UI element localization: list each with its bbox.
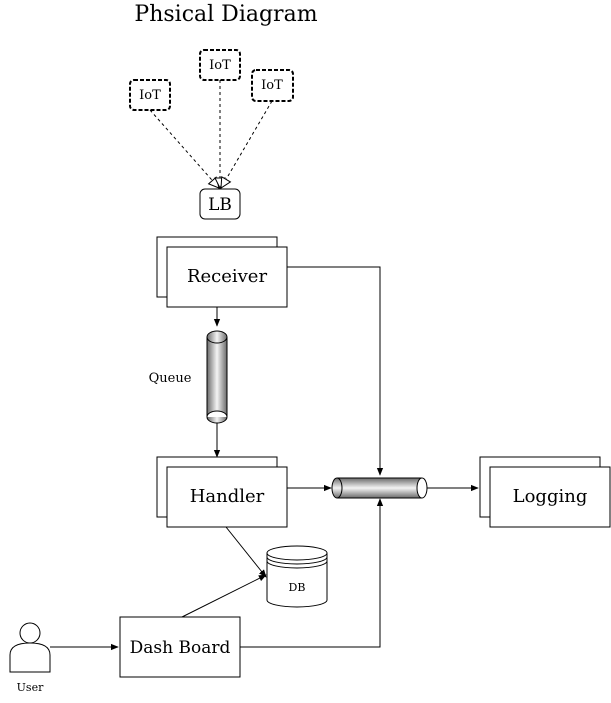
handler-to-db-edge: [225, 526, 267, 578]
receiver-label: Receiver: [187, 266, 268, 287]
queue-node: [206, 330, 228, 424]
handler-label: Handler: [190, 486, 265, 507]
dashboard-to-bus-edge: [240, 498, 384, 648]
receiver-node: Receiver: [156, 236, 288, 308]
dashboard-to-db-edge: [181, 574, 267, 618]
iot-node-3-label: IoT: [261, 78, 283, 93]
db-node: DB: [266, 545, 328, 608]
receiver-to-bus-edge: [287, 266, 384, 476]
iot-1-to-lb-edge: [149, 109, 219, 188]
iot-node-2-label: IoT: [209, 58, 231, 73]
iot-node-1-label: IoT: [139, 88, 161, 103]
user-label: User: [17, 681, 44, 694]
log-bus-node: [331, 477, 428, 499]
queue-label: Queue: [149, 371, 192, 386]
db-label: DB: [289, 581, 306, 594]
load-balancer-label: LB: [208, 195, 232, 215]
page-title: Phsical Diagram: [134, 2, 317, 27]
load-balancer-node: LB: [199, 188, 241, 220]
logging-node: Logging: [479, 456, 611, 528]
iot-connectors: [149, 80, 273, 188]
handler-node: Handler: [156, 456, 288, 528]
user-icon: [9, 622, 51, 673]
iot-node-2: IoT: [199, 49, 241, 81]
dashboard-label: Dash Board: [130, 638, 231, 658]
iot-node-1: IoT: [129, 79, 171, 111]
logging-label: Logging: [513, 486, 588, 507]
iot-node-3: IoT: [251, 69, 294, 102]
iot-3-to-lb-edge: [221, 100, 273, 188]
dashboard-node: Dash Board: [119, 616, 241, 678]
